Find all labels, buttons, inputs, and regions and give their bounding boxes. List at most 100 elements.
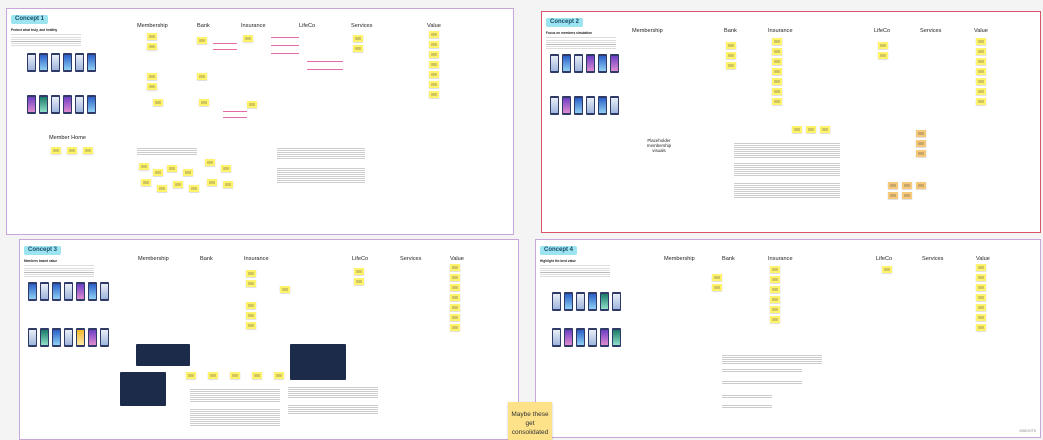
concept-tag[interactable]: Concept 3 [24, 246, 62, 255]
app-screen-mockup[interactable] [39, 53, 48, 72]
app-screen-mockup[interactable] [76, 282, 85, 301]
sticky-note[interactable] [147, 33, 157, 40]
app-screen-mockup[interactable] [562, 96, 571, 115]
sticky-note[interactable] [246, 270, 256, 277]
sticky-note[interactable] [916, 140, 926, 147]
sticky-note[interactable] [252, 372, 262, 379]
app-screen-mockup[interactable] [64, 328, 73, 347]
sticky-note[interactable] [280, 286, 290, 293]
sticky-note[interactable] [806, 126, 816, 133]
sticky-note[interactable] [770, 266, 780, 273]
sticky-note[interactable] [976, 314, 986, 321]
sticky-note[interactable] [246, 312, 256, 319]
sticky-note[interactable] [976, 284, 986, 291]
sticky-note[interactable] [429, 91, 439, 98]
app-screen-mockup[interactable] [75, 53, 84, 72]
app-screen-mockup[interactable] [63, 95, 72, 114]
sticky-note[interactable] [770, 286, 780, 293]
sticky-note[interactable] [246, 302, 256, 309]
app-screen-mockup[interactable] [100, 282, 109, 301]
sticky-note[interactable] [772, 38, 782, 45]
sticky-note[interactable] [726, 62, 736, 69]
sticky-note[interactable] [976, 68, 986, 75]
sticky-note[interactable] [147, 73, 157, 80]
app-screen-mockup[interactable] [88, 282, 97, 301]
sticky-note[interactable] [67, 147, 77, 154]
app-screen-mockup[interactable] [610, 54, 619, 73]
sticky-note[interactable] [976, 78, 986, 85]
sticky-note[interactable] [208, 372, 218, 379]
dark-screen-mockup[interactable] [290, 344, 346, 380]
consolidation-sticky-note[interactable]: Maybe these get consolidated [508, 402, 552, 440]
sticky-note[interactable] [726, 42, 736, 49]
sticky-note[interactable] [976, 38, 986, 45]
sticky-note[interactable] [450, 314, 460, 321]
sticky-note[interactable] [772, 48, 782, 55]
app-screen-mockup[interactable] [27, 53, 36, 72]
sticky-note[interactable] [205, 159, 215, 166]
sticky-note[interactable] [792, 126, 802, 133]
app-screen-mockup[interactable] [87, 53, 96, 72]
concept-3-frame[interactable]: Concept 3 Members based value Membership… [19, 239, 519, 440]
sticky-note[interactable] [429, 41, 439, 48]
app-screen-mockup[interactable] [100, 328, 109, 347]
sticky-note[interactable] [353, 35, 363, 42]
sticky-note[interactable] [197, 37, 207, 44]
app-screen-mockup[interactable] [75, 95, 84, 114]
app-screen-mockup[interactable] [586, 54, 595, 73]
app-screen-mockup[interactable] [562, 54, 571, 73]
sticky-note[interactable] [157, 185, 167, 192]
sticky-note[interactable] [916, 150, 926, 157]
app-screen-mockup[interactable] [586, 96, 595, 115]
app-screen-mockup[interactable] [87, 95, 96, 114]
app-screen-mockup[interactable] [28, 328, 37, 347]
sticky-note[interactable] [772, 68, 782, 75]
sticky-note[interactable] [183, 169, 193, 176]
sticky-note[interactable] [429, 31, 439, 38]
app-screen-mockup[interactable] [52, 328, 61, 347]
sticky-note[interactable] [770, 296, 780, 303]
sticky-note[interactable] [916, 182, 926, 189]
sticky-note[interactable] [878, 42, 888, 49]
sticky-note[interactable] [353, 45, 363, 52]
app-screen-mockup[interactable] [564, 328, 573, 347]
app-screen-mockup[interactable] [588, 292, 597, 311]
sticky-note[interactable] [976, 324, 986, 331]
app-screen-mockup[interactable] [28, 282, 37, 301]
sticky-note[interactable] [450, 274, 460, 281]
sticky-note[interactable] [450, 324, 460, 331]
sticky-note[interactable] [51, 147, 61, 154]
sticky-note[interactable] [450, 264, 460, 271]
sticky-note[interactable] [820, 126, 830, 133]
dark-screen-mockup[interactable] [136, 344, 190, 366]
sticky-note[interactable] [243, 35, 253, 42]
sticky-note[interactable] [147, 43, 157, 50]
app-screen-mockup[interactable] [600, 292, 609, 311]
concept-4-frame[interactable]: Concept 4 Highlight the best value Membe… [535, 239, 1041, 438]
app-screen-mockup[interactable] [612, 292, 621, 311]
sticky-note[interactable] [772, 58, 782, 65]
app-screen-mockup[interactable] [550, 54, 559, 73]
sticky-note[interactable] [223, 181, 233, 188]
sticky-note[interactable] [199, 99, 209, 106]
app-screen-mockup[interactable] [612, 328, 621, 347]
app-screen-mockup[interactable] [610, 96, 619, 115]
app-screen-mockup[interactable] [564, 292, 573, 311]
app-screen-mockup[interactable] [27, 95, 36, 114]
sticky-note[interactable] [888, 192, 898, 199]
sticky-note[interactable] [83, 147, 93, 154]
sticky-note[interactable] [450, 284, 460, 291]
app-screen-mockup[interactable] [88, 328, 97, 347]
sticky-note[interactable] [153, 99, 163, 106]
app-screen-mockup[interactable] [576, 292, 585, 311]
sticky-note[interactable] [186, 372, 196, 379]
sticky-note[interactable] [976, 58, 986, 65]
app-screen-mockup[interactable] [52, 282, 61, 301]
sticky-note[interactable] [189, 185, 199, 192]
concept-2-frame[interactable]: Concept 2 Focus on members simulation Me… [541, 11, 1041, 233]
sticky-note[interactable] [450, 294, 460, 301]
app-screen-mockup[interactable] [598, 96, 607, 115]
app-screen-mockup[interactable] [51, 53, 60, 72]
sticky-note[interactable] [354, 268, 364, 275]
sticky-note[interactable] [221, 165, 231, 172]
